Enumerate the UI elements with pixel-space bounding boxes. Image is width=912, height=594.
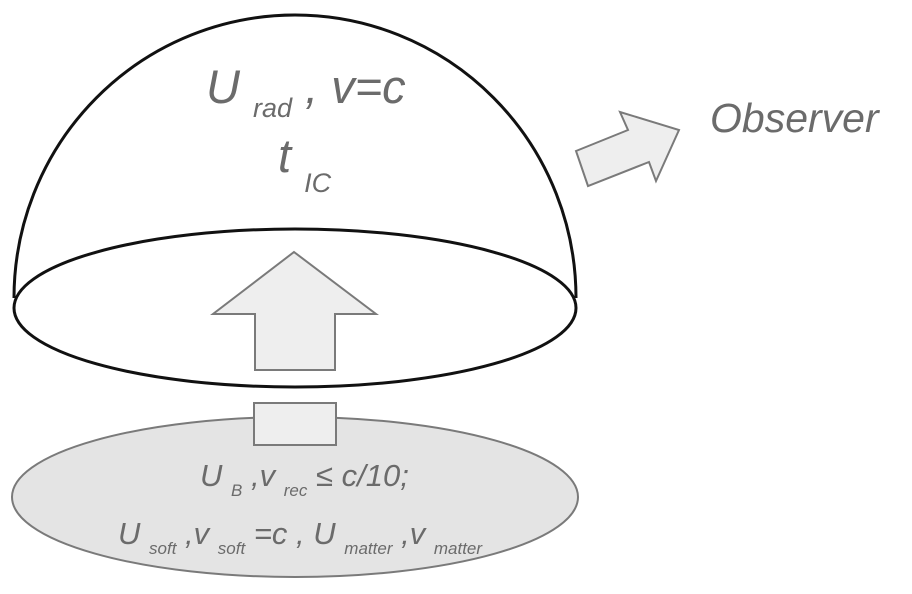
- radiation-energy-label: U rad , v=c: [206, 60, 406, 127]
- timescale-symbol: t: [278, 129, 293, 182]
- radiation-subscript: rad: [253, 93, 293, 123]
- radiation-velocity: , v=c: [305, 60, 406, 113]
- reconnection-condition: ≤ c/10;: [316, 458, 409, 493]
- observer-arrow: [574, 110, 681, 188]
- soft-energy-subscript: soft: [149, 539, 178, 558]
- matter-velocity-symbol: ,v: [401, 516, 427, 551]
- radiation-symbol: U: [206, 60, 241, 113]
- dome-outline: [12, 13, 578, 299]
- timescale-subscript: IC: [304, 168, 332, 198]
- connector-box: [253, 402, 337, 446]
- timescale-label: t IC: [278, 129, 332, 198]
- magnetic-energy-symbol: U: [200, 458, 223, 493]
- matter-velocity-subscript: matter: [434, 539, 484, 558]
- observer-label: Observer: [710, 95, 881, 141]
- source-line-2: U soft ,v soft =c , U matter ,v matter: [118, 516, 483, 561]
- soft-energy-symbol: U: [118, 516, 141, 551]
- upward-arrow: [210, 250, 379, 371]
- source-line-1: U B ,v rec ≤ c/10;: [200, 458, 409, 503]
- soft-relation: =c , U: [254, 516, 336, 551]
- soft-velocity-symbol: ,v: [185, 516, 211, 551]
- magnetic-energy-subscript: B: [231, 481, 242, 500]
- soft-velocity-subscript: soft: [218, 539, 247, 558]
- matter-energy-subscript: matter: [344, 539, 394, 558]
- reconnection-velocity-symbol: ,v: [251, 458, 277, 493]
- reconnection-velocity-subscript: rec: [284, 481, 308, 500]
